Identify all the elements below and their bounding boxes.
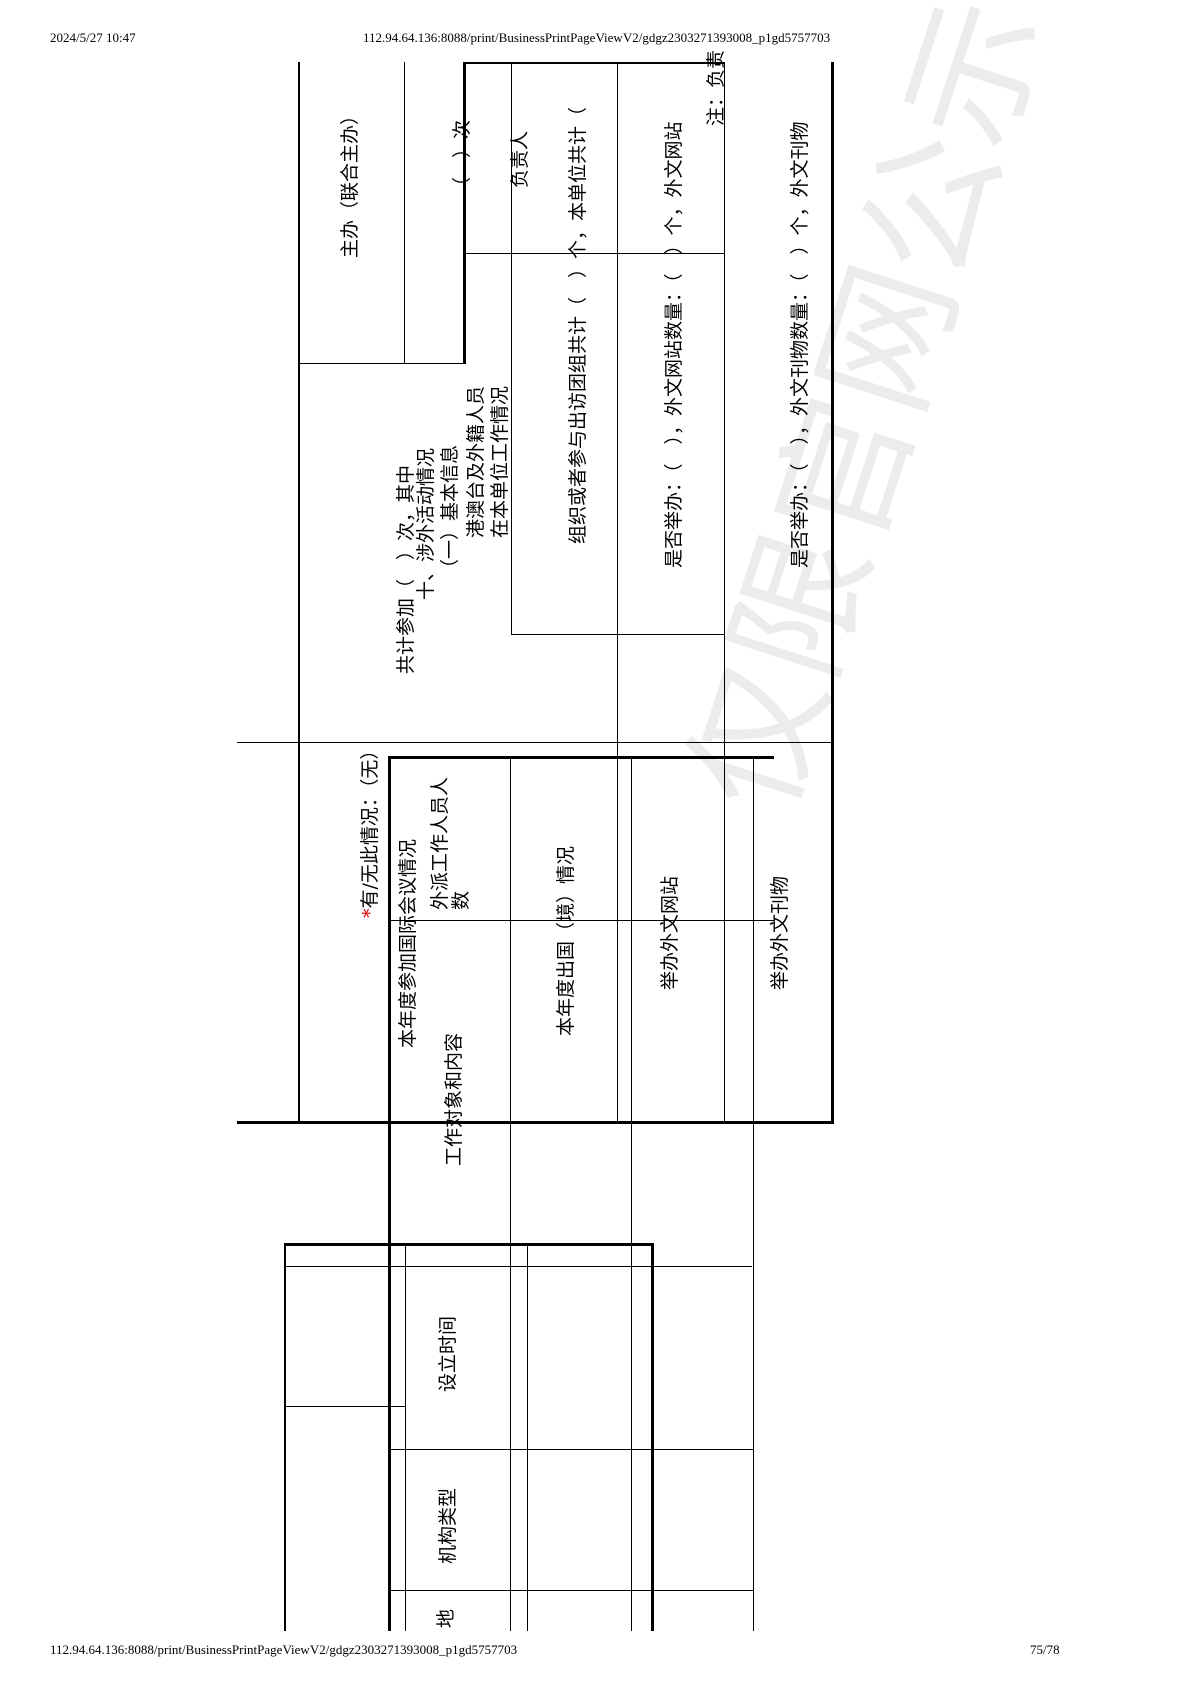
table-border bbox=[298, 363, 466, 364]
table-border bbox=[284, 1406, 406, 1407]
table-border bbox=[724, 62, 725, 1122]
has-none-status: *有/无此情况：（无） bbox=[359, 740, 381, 919]
watermark: 仅限官网公示 bbox=[660, 0, 1076, 831]
table-border bbox=[284, 1266, 752, 1267]
table-border bbox=[298, 62, 300, 1122]
table-border bbox=[510, 1121, 511, 1631]
person-in-charge-label: 负责人 bbox=[509, 130, 531, 188]
host-label: 主办（联合主办） bbox=[339, 105, 361, 258]
table-border bbox=[527, 1243, 528, 1631]
table-border bbox=[631, 756, 632, 1122]
table-border bbox=[463, 253, 725, 254]
address-label: 地 bbox=[435, 1608, 457, 1628]
foreign-website-label: 举办外文网站 bbox=[659, 875, 681, 990]
table-border bbox=[284, 1243, 653, 1246]
foreign-website-note: 注：负责 bbox=[705, 49, 727, 126]
table-border bbox=[511, 634, 725, 635]
table-border bbox=[617, 62, 618, 1122]
table-border bbox=[284, 1243, 286, 1631]
table-border bbox=[831, 62, 834, 1122]
table-border bbox=[388, 1449, 754, 1450]
sub-title-basic-info: （一）基本信息 bbox=[439, 444, 461, 578]
table-border bbox=[388, 1121, 391, 1631]
has-none-label: 有/无此情况：（无） bbox=[359, 740, 381, 909]
foreign-website-question: 是否举办：（ ），外文网站数量：（ ）个，外文网站 bbox=[663, 121, 685, 568]
footer-url: 112.94.64.136:8088/print/BusinessPrintPa… bbox=[50, 1642, 518, 1657]
table-border bbox=[237, 1121, 834, 1124]
required-star: * bbox=[359, 908, 381, 919]
table-border bbox=[388, 1590, 754, 1591]
table-border bbox=[388, 756, 774, 759]
table-border bbox=[651, 1243, 654, 1631]
work-object-label: 工作对象和内容 bbox=[443, 1032, 465, 1166]
table-border bbox=[388, 756, 391, 1122]
foreign-journal-question: 是否举办：（ ），外文刊物数量：（ ）个，外文刊物 bbox=[789, 121, 811, 568]
table-border bbox=[511, 62, 512, 635]
delegation-count-text: 组织或者参与出访团组共计（ ）个，本单位共计（ bbox=[567, 106, 589, 544]
table-border bbox=[404, 62, 405, 364]
setup-time-label: 设立时间 bbox=[437, 1315, 459, 1392]
table-border bbox=[753, 1121, 754, 1631]
times-count: （ ）次 bbox=[451, 119, 473, 196]
table-border bbox=[510, 756, 511, 1122]
table-border bbox=[463, 62, 725, 64]
hk-staff-line1: 港澳台及外籍人员 bbox=[465, 385, 487, 538]
table-border bbox=[631, 1121, 632, 1631]
hk-staff-line2: 在本单位工作情况 bbox=[489, 385, 511, 538]
org-type-label: 机构类型 bbox=[437, 1487, 459, 1564]
table-border bbox=[463, 62, 466, 364]
table-border bbox=[405, 1243, 406, 1631]
print-datetime: 2024/5/27 10:47 bbox=[50, 30, 136, 45]
table-border bbox=[237, 742, 834, 743]
abroad-label: 本年度出国（境）情况 bbox=[555, 845, 577, 1036]
intl-conference-label: 本年度参加国际会议情况 bbox=[397, 838, 419, 1048]
print-url: 112.94.64.136:8088/print/BusinessPrintPa… bbox=[363, 30, 831, 45]
foreign-journal-label: 举办外文刊物 bbox=[769, 875, 791, 990]
table-border bbox=[753, 756, 754, 1122]
expat-staff-label: 外派工作人员人数 bbox=[429, 776, 473, 910]
page-number: 75/78 bbox=[1030, 1642, 1060, 1657]
table-border bbox=[388, 920, 774, 921]
section-title: 十、涉外活动情况 bbox=[415, 447, 437, 600]
